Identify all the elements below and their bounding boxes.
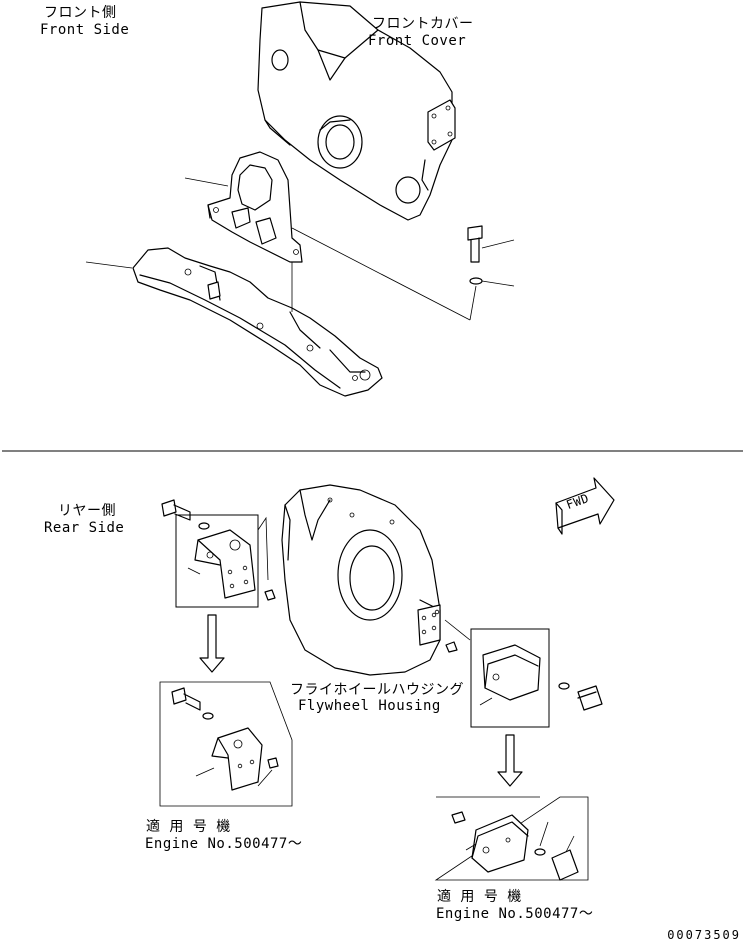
fwd-arrow-icon bbox=[555, 477, 615, 535]
front-side-label-jp: フロント側 bbox=[44, 5, 117, 21]
applicability-right-label-jp: 適 用 号 機 bbox=[437, 889, 522, 905]
rear-left-leader bbox=[257, 516, 269, 581]
flywheel-housing-drawing bbox=[281, 484, 441, 676]
front-bolt-washer bbox=[467, 225, 483, 285]
down-arrow-right-icon bbox=[497, 734, 523, 787]
detail-left-parts bbox=[171, 687, 279, 791]
front-cover-label-en: Front Cover bbox=[368, 33, 467, 49]
rear-side-label-en: Rear Side bbox=[44, 520, 125, 536]
rear-side-label-jp: リヤー側 bbox=[58, 503, 116, 519]
applicability-right-label-en: Engine No.500477～ bbox=[436, 906, 594, 922]
detail-box-left bbox=[159, 681, 293, 807]
detail-right-parts bbox=[451, 811, 579, 881]
flywheel-housing-label-jp: フライホイールハウジング bbox=[290, 682, 464, 698]
rear-right-bracket-frame bbox=[470, 628, 550, 728]
front-mount-beam bbox=[132, 247, 383, 397]
applicability-left-label-en: Engine No.500477～ bbox=[145, 836, 303, 852]
front-leader-lines bbox=[85, 177, 515, 321]
rear-right-bracket bbox=[479, 644, 541, 706]
rear-left-dowel bbox=[264, 589, 276, 601]
rear-right-dowel bbox=[445, 641, 458, 653]
front-cover-label-jp: フロントカバー bbox=[372, 16, 474, 32]
rear-right-leader bbox=[444, 619, 471, 641]
front-support-bracket bbox=[207, 151, 303, 263]
down-arrow-left-icon bbox=[199, 614, 225, 673]
rear-right-bolt-washer bbox=[558, 682, 603, 711]
rear-left-bolt bbox=[161, 499, 210, 530]
rear-left-bracket bbox=[187, 529, 256, 599]
document-number: 00073509 bbox=[667, 928, 741, 942]
front-cover-drawing bbox=[257, 1, 456, 221]
flywheel-housing-label-en: Flywheel Housing bbox=[298, 698, 441, 714]
applicability-left-label-jp: 適 用 号 機 bbox=[146, 819, 231, 835]
front-side-label-en: Front Side bbox=[40, 22, 130, 38]
rear-left-bracket-frame bbox=[175, 514, 259, 608]
